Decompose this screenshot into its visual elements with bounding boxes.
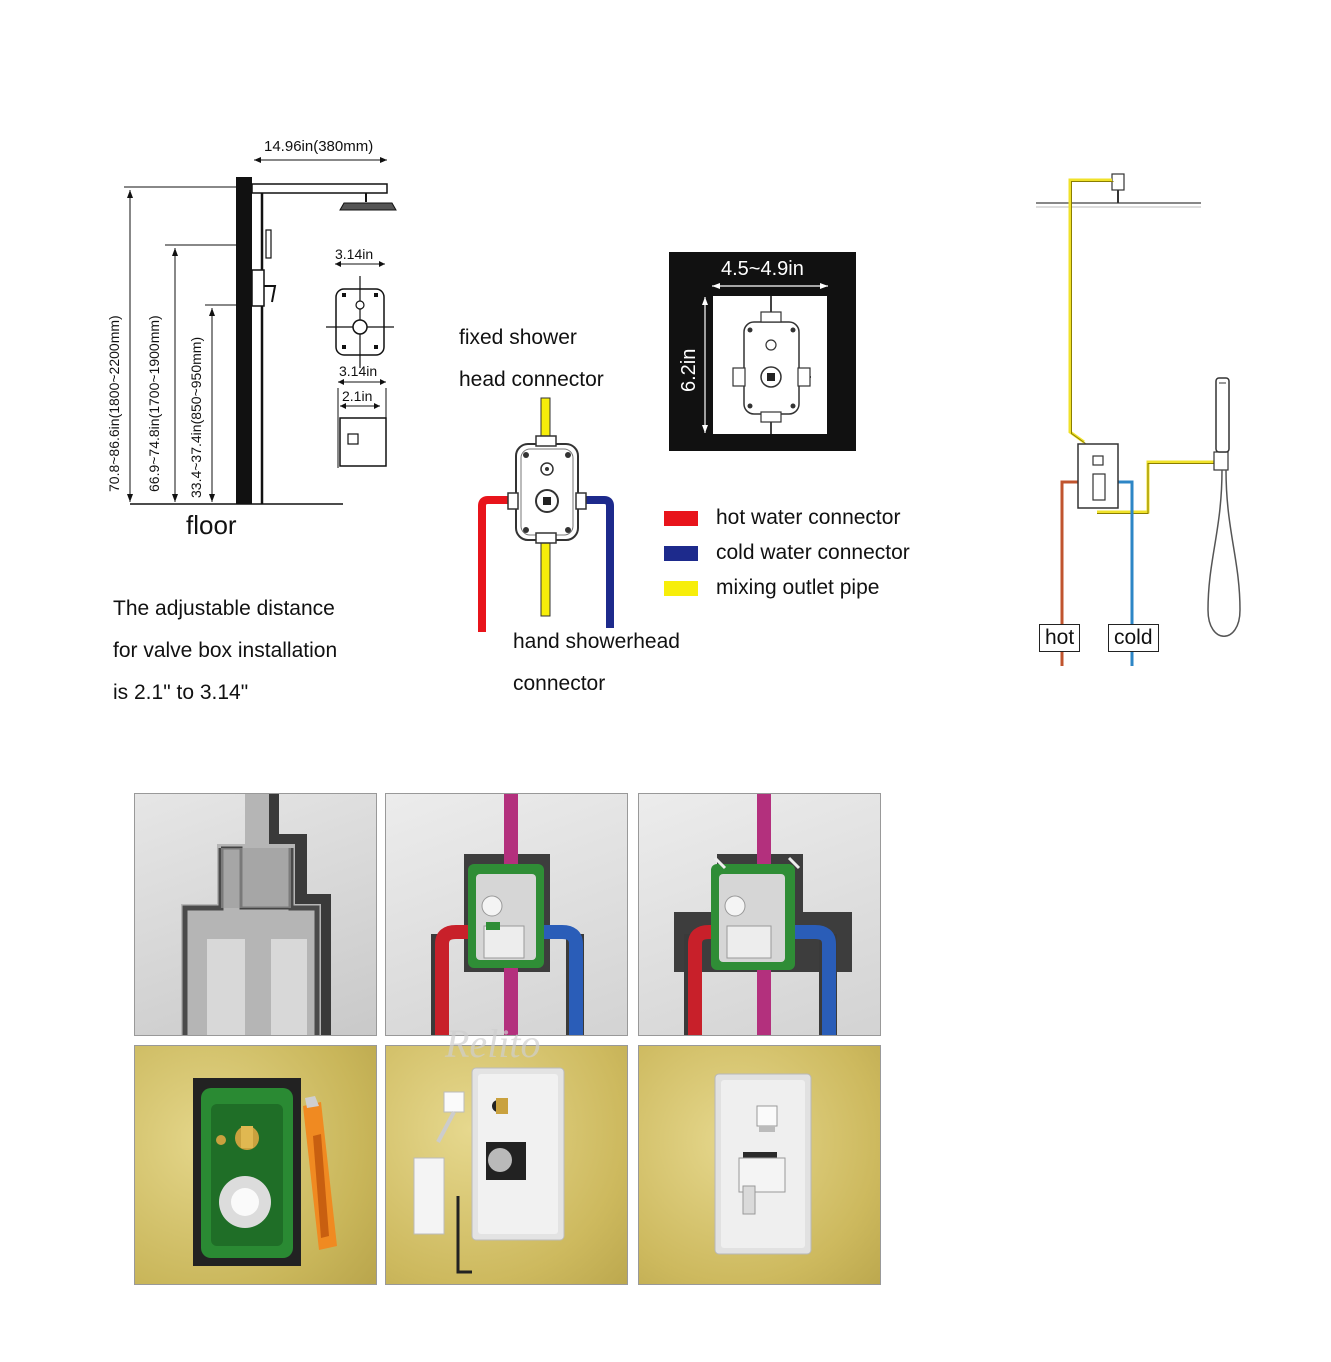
- fixed-head-label-1: fixed shower: [459, 326, 577, 349]
- box-front-width-label: 3.14in: [335, 246, 374, 262]
- photo-step-4-art: [193, 1078, 337, 1266]
- box-side-width-label: 3.14in: [339, 363, 378, 379]
- photo-step-3: [638, 793, 881, 1036]
- legend-label-cold: cold water connector: [716, 541, 910, 564]
- installation-note: The adjustable distance for valve box in…: [113, 588, 337, 714]
- legend-swatch-mix: [664, 580, 698, 596]
- hot-tag: hot: [1039, 624, 1081, 652]
- hand-head-label-1: hand showerhead: [513, 630, 680, 653]
- note-line-1: The adjustable distance: [113, 597, 335, 620]
- photo-step-1-art: [181, 794, 331, 1035]
- arm-length-label: 14.96in(380mm): [264, 138, 374, 155]
- legend-label-hot: hot water connector: [716, 506, 901, 529]
- cutout-width-label: 4.5~4.9in: [721, 258, 804, 280]
- cold-tag: cold: [1108, 624, 1159, 652]
- note-line-3: is 2.1" to 3.14": [113, 681, 249, 704]
- legend-mix: mixing outlet pipe: [664, 576, 879, 600]
- note-line-2: for valve box installation: [113, 639, 338, 662]
- photo-step-3-art: [674, 794, 852, 1035]
- legend-label-mix: mixing outlet pipe: [716, 576, 880, 599]
- photo-step-6: [638, 1045, 881, 1285]
- photo-step-2-art: [431, 794, 584, 1035]
- photo-step-1: [134, 793, 377, 1036]
- photo-step-4: [134, 1045, 377, 1285]
- floor-label: floor: [186, 510, 237, 540]
- photo-step-6-art: [714, 1073, 812, 1255]
- photo-step-2: [385, 793, 628, 1036]
- box-depth-label: 2.1in: [342, 388, 373, 404]
- photo-step-5: [385, 1045, 628, 1285]
- legend-hot: hot water connector: [664, 506, 900, 530]
- fixed-head-label-2: head connector: [459, 368, 604, 391]
- legend-cold: cold water connector: [664, 541, 910, 565]
- legend-swatch-hot: [664, 510, 698, 526]
- watermark-text: Relito: [445, 1021, 541, 1066]
- legend-swatch-cold: [664, 545, 698, 561]
- hand-head-label-2: connector: [513, 672, 606, 695]
- photo-step-5-art: [413, 1067, 565, 1274]
